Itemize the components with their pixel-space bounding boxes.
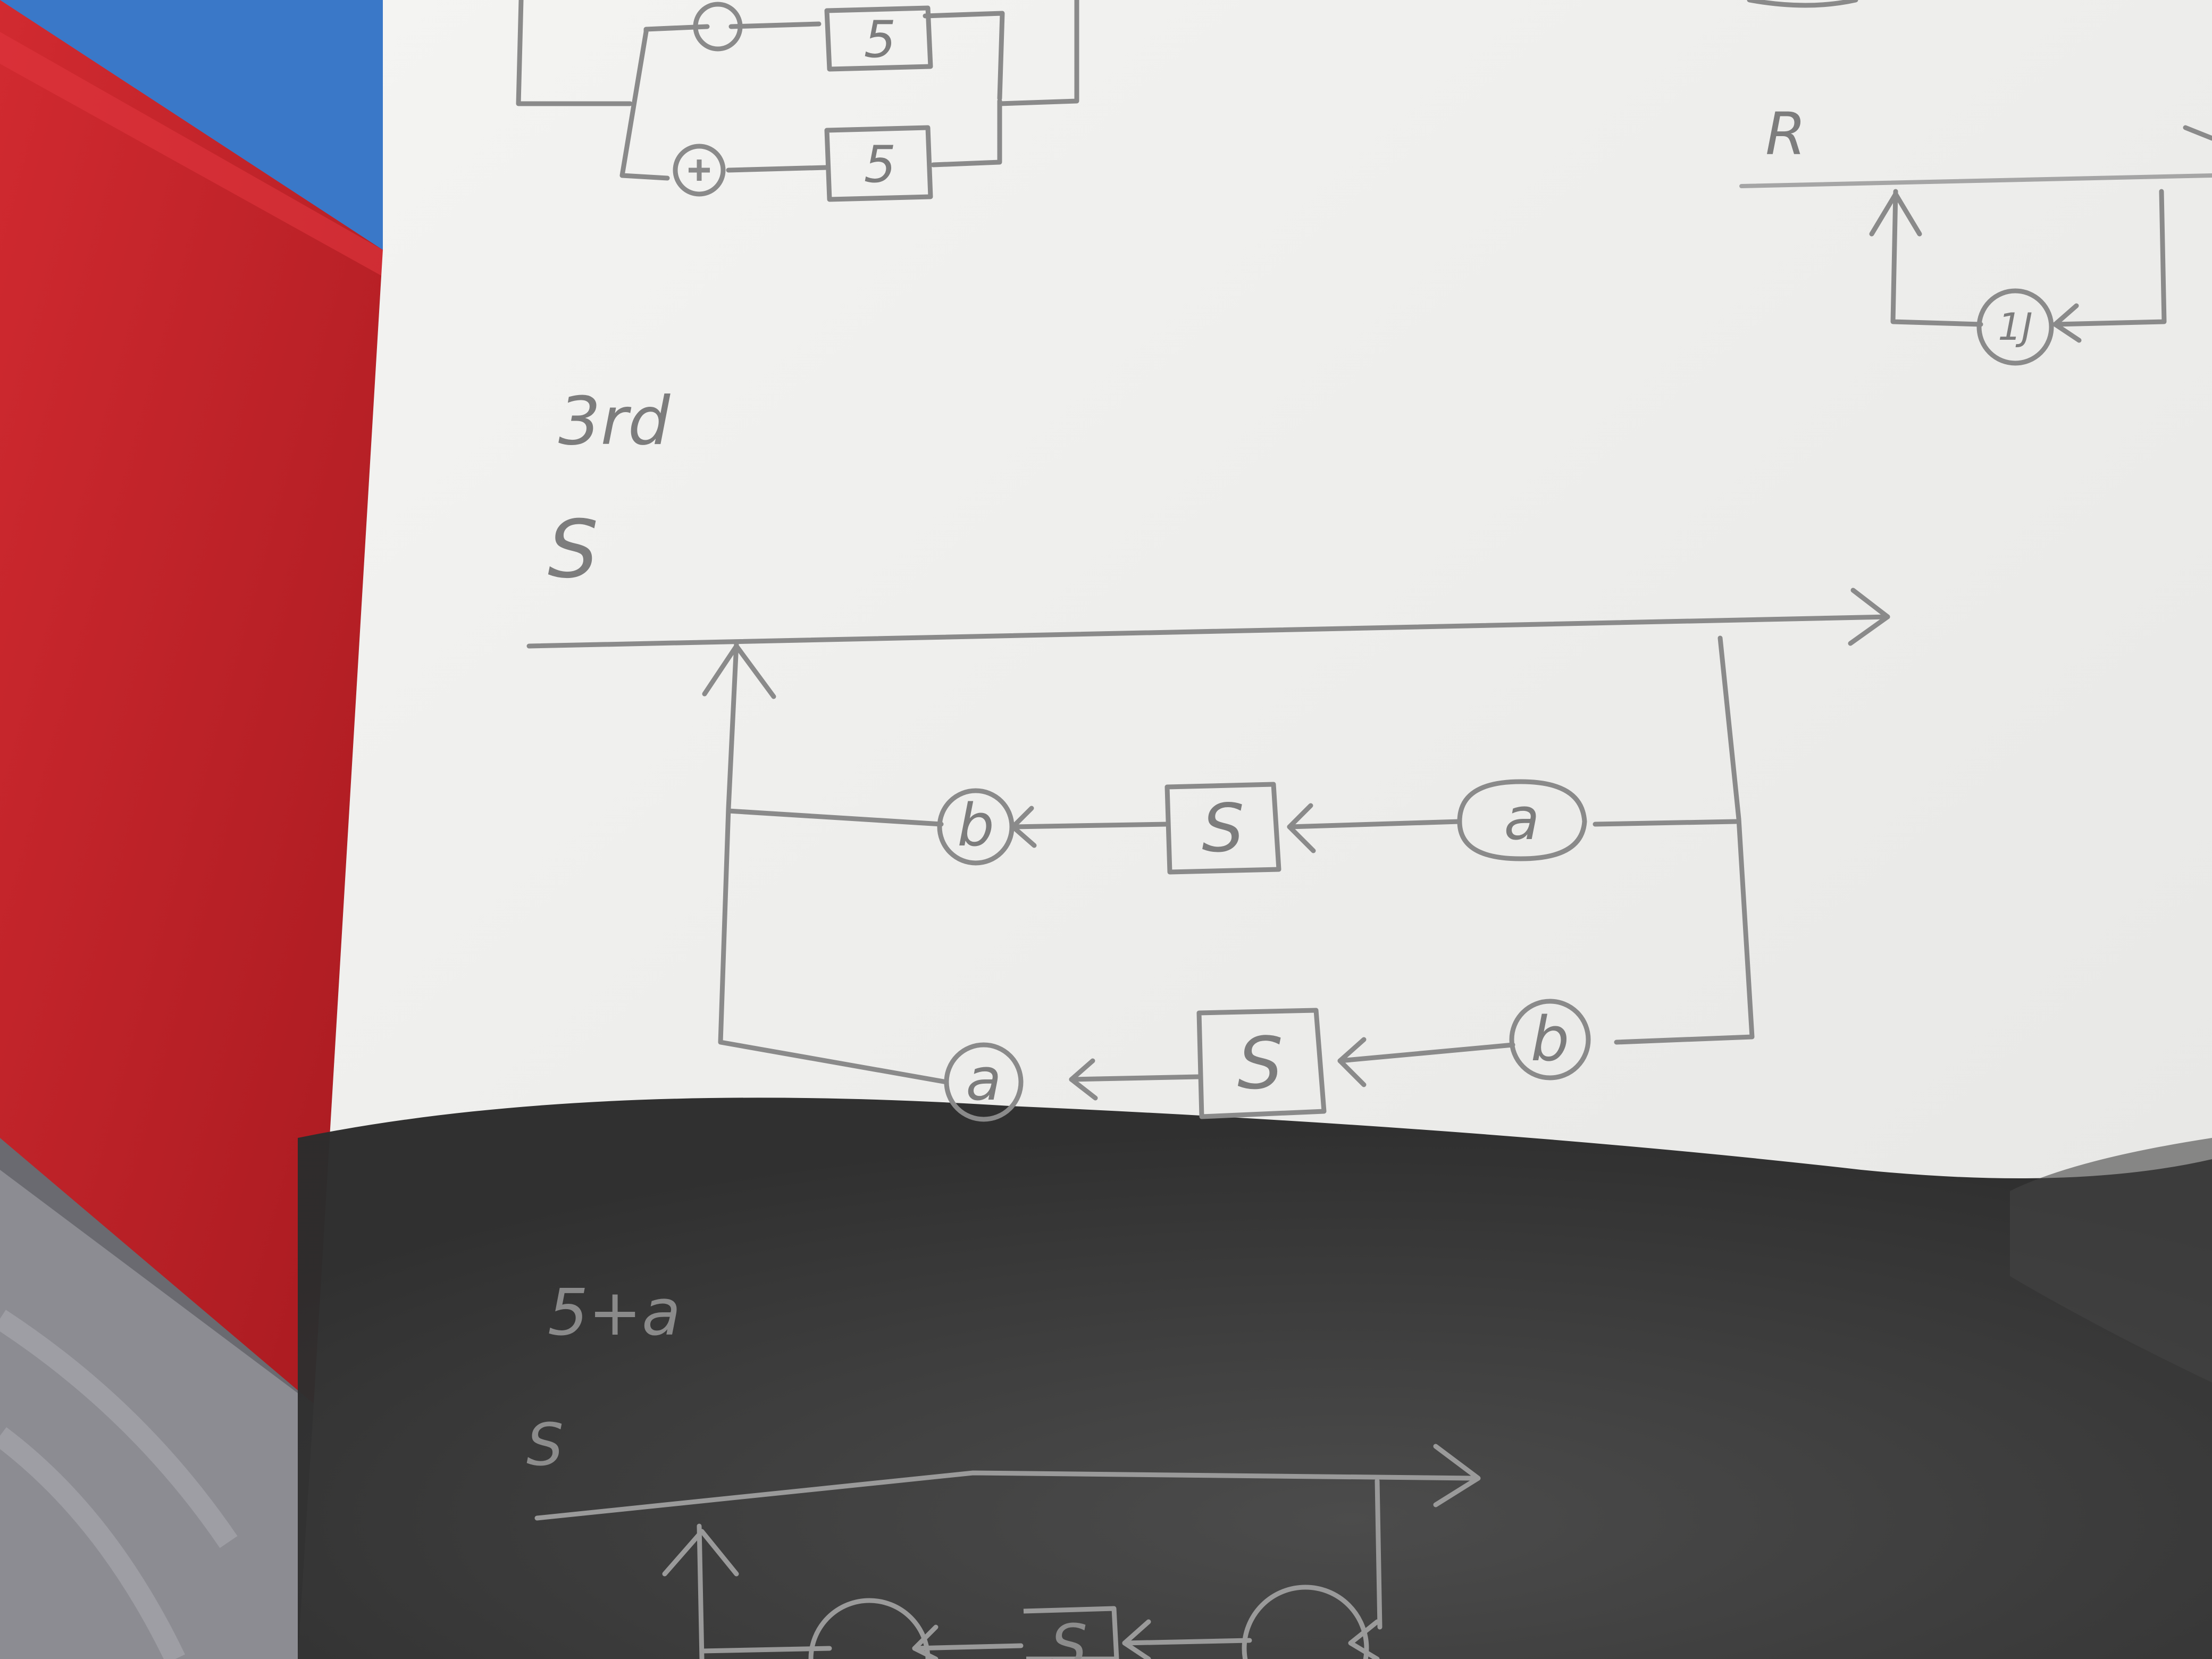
folder-highlight bbox=[0, 32, 383, 276]
top-right-node bbox=[1976, 288, 2054, 366]
section-5th-diagram: 5+a S S bbox=[526, 1276, 1481, 1659]
lower-branch-box-label: S bbox=[1237, 1022, 1283, 1105]
section-3rd-line-label: S bbox=[548, 504, 598, 596]
main-arrowhead bbox=[1848, 588, 1890, 646]
section-5th-main-line bbox=[534, 1470, 1476, 1521]
section-5th-box-label: S bbox=[1050, 1612, 1087, 1659]
top-right-node-label: 1J bbox=[1998, 305, 2032, 349]
section-5th-heading: 5+a bbox=[548, 1276, 681, 1350]
shadow-right-lobe bbox=[2010, 1138, 2212, 1382]
top-left-diagram-fragment: 5 5 bbox=[516, 0, 1079, 202]
lower-branch-box bbox=[1196, 1008, 1327, 1119]
top-right-label: R bbox=[1765, 100, 1806, 168]
upper-branch-right-node bbox=[1457, 779, 1587, 861]
section-3rd-heading: 3rd bbox=[558, 383, 671, 460]
lower-branch-left-node-label: a bbox=[966, 1045, 1001, 1113]
upper-branch-right-node-label: a bbox=[1504, 785, 1539, 853]
top-left-lower-box-label: 5 bbox=[864, 136, 896, 194]
top-right-diagram-fragment: R 1J bbox=[1739, 0, 2212, 366]
fabric-fold-line bbox=[0, 1310, 238, 1659]
blue-folder-edge bbox=[0, 0, 383, 250]
top-left-upper-box-label: 5 bbox=[864, 11, 896, 69]
upper-branch-box-label: S bbox=[1202, 790, 1244, 867]
red-folder bbox=[0, 0, 383, 1404]
top-left-upper-node bbox=[693, 2, 743, 52]
lower-branch-right-node bbox=[1509, 999, 1591, 1080]
section-5th-arrowhead bbox=[1433, 1444, 1481, 1507]
upper-branch-box bbox=[1164, 782, 1281, 875]
lower-branch-right-node-label: b bbox=[1531, 1004, 1570, 1075]
section-3rd-diagram: 3rd S b S a a S b bbox=[526, 383, 1890, 1122]
top-left-lower-node bbox=[673, 144, 726, 197]
hand-shadow bbox=[298, 1097, 2212, 1659]
section-5th-line-label: S bbox=[526, 1411, 564, 1479]
upper-branch-left-node-label: b bbox=[957, 791, 994, 859]
lower-branch-left-node bbox=[944, 1042, 1024, 1122]
main-signal-line bbox=[526, 614, 1890, 649]
